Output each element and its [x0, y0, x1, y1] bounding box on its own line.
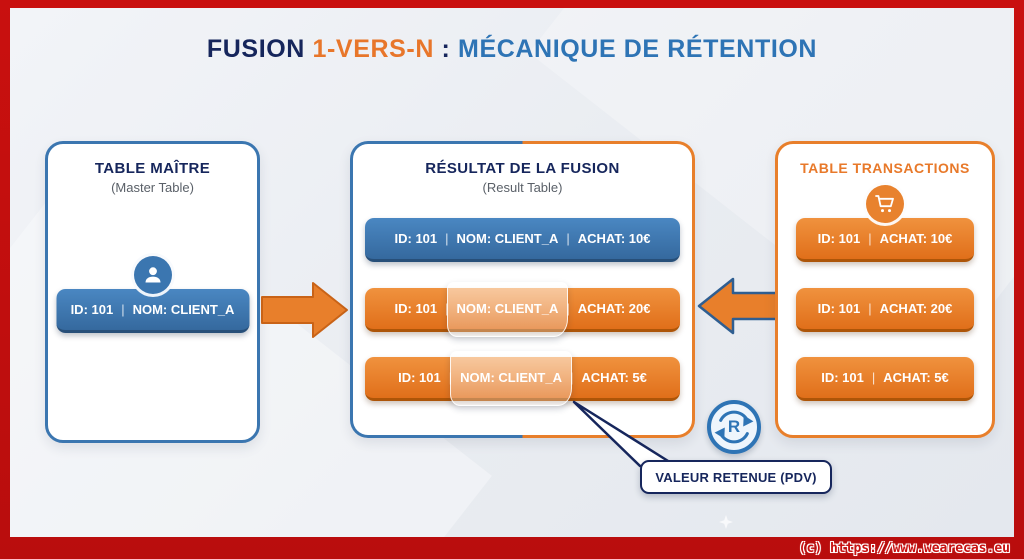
- title-1-vers-n: 1-VERS-N: [312, 35, 434, 63]
- title-colon: :: [434, 35, 459, 63]
- master-table-title: TABLE MAÎTRE: [94, 160, 211, 177]
- row-segment-achat: ACHAT: 5€: [883, 370, 949, 385]
- row-segment-nom-highlighted: NOM: CLIENT_A: [446, 282, 569, 337]
- result-row-2: ID: 101 | NOM: CLIENT_A | ACHAT: 20€: [365, 282, 680, 337]
- result-row-1: ID: 101 | NOM: CLIENT_A | ACHAT: 10€: [365, 218, 680, 262]
- separator: |: [569, 370, 574, 385]
- master-row: ID: 101 | NOM: CLIENT_A: [56, 289, 249, 333]
- page-title: FUSION 1-VERS-N : MÉCANIQUE DE RÉTENTION: [10, 35, 1014, 64]
- retained-value-callout: VALEUR RETENUE (PDV): [640, 460, 832, 494]
- result-table-title: RÉSULTAT DE LA FUSION: [425, 160, 620, 177]
- separator: |: [121, 302, 125, 317]
- result-table-panel: RÉSULTAT DE LA FUSION (Result Table) ID:…: [350, 141, 695, 438]
- result-table-inner: RÉSULTAT DE LA FUSION (Result Table) ID:…: [353, 144, 692, 435]
- copyright-text: (c) https://www.wearecas.eu: [798, 541, 1010, 556]
- row-segment-nom-highlighted: NOM: CLIENT_A: [450, 351, 572, 406]
- transactions-table-title: TABLE TRANSACTIONS: [800, 160, 970, 176]
- row-segment-id: ID: 101: [394, 301, 438, 316]
- merge-arrow-left-icon: [697, 277, 787, 335]
- row-segment-nom: NOM: CLIENT_A: [132, 302, 235, 317]
- separator: |: [868, 231, 872, 246]
- row-segment-id: ID: 101: [394, 231, 438, 246]
- master-table-panel: TABLE MAÎTRE (Master Table) ID: 101 | NO…: [45, 141, 260, 443]
- refresh-icon: [714, 410, 754, 444]
- title-mecanique: MÉCANIQUE DE RÉTENTION: [458, 35, 818, 63]
- transaction-row-1: ID: 101 | ACHAT: 10€: [796, 218, 974, 262]
- separator: |: [871, 370, 876, 385]
- row-segment-achat: ACHAT: 10€: [577, 231, 651, 246]
- separator: |: [445, 231, 449, 246]
- row-segment-achat: ACHAT: 10€: [879, 231, 953, 246]
- row-segment-id: ID: 101: [817, 301, 861, 316]
- master-table-subtitle: (Master Table): [111, 180, 194, 195]
- merge-arrow-right-icon: [261, 282, 348, 338]
- row-segment-achat: ACHAT: 20€: [577, 301, 651, 316]
- transaction-row-2: ID: 101 | ACHAT: 20€: [796, 288, 974, 332]
- title-fusion: FUSION: [206, 35, 313, 63]
- row-segment-id: ID: 101: [70, 302, 114, 317]
- retention-badge: R: [707, 400, 761, 454]
- separator: |: [566, 231, 570, 246]
- row-segment-achat: ACHAT: 5€: [581, 370, 647, 385]
- row-segment-id: ID: 101: [821, 370, 864, 385]
- person-icon: [133, 256, 172, 294]
- sparkle-decoration: [719, 515, 733, 529]
- row-segment-id: ID: 101: [817, 231, 861, 246]
- transaction-row-3: ID: 101 | ACHAT: 5€: [796, 357, 974, 401]
- row-segment-nom: NOM: CLIENT_A: [456, 231, 559, 246]
- separator: |: [868, 301, 872, 316]
- row-segment-achat: ACHAT: 20€: [879, 301, 953, 316]
- diagram-canvas: FUSION 1-VERS-N : MÉCANIQUE DE RÉTENTION…: [10, 8, 1014, 537]
- cart-icon: [866, 185, 904, 223]
- retention-letter: R: [727, 417, 741, 436]
- result-table-subtitle: (Result Table): [482, 180, 563, 195]
- separator: |: [566, 301, 570, 316]
- transactions-table-panel: TABLE TRANSACTIONS ID: 101 | ACHAT: 10€ …: [775, 141, 995, 438]
- result-row-3: ID: 101 | NOM: CLIENT_A | ACHAT: 5€: [365, 351, 680, 406]
- row-segment-id: ID: 101: [398, 370, 441, 385]
